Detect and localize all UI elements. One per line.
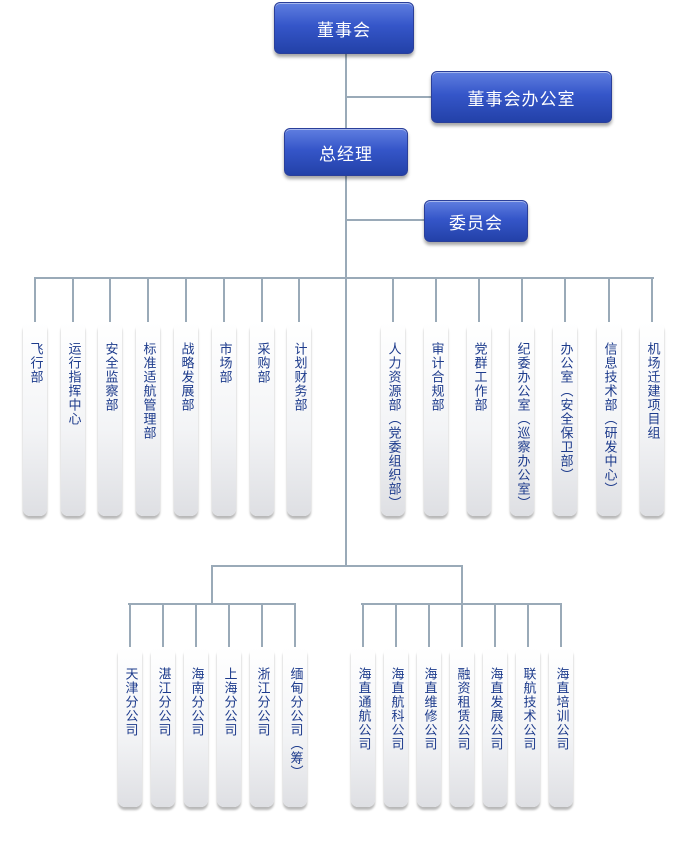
subsidiary-box[interactable]: 联航技术公司 <box>516 647 540 807</box>
committee-box[interactable]: 委员会 <box>424 200 528 242</box>
connector-dept-drop <box>608 277 610 323</box>
department-box-label: 安全监察部 <box>102 342 118 412</box>
branch-company-box-label: 海南分公司 <box>188 667 204 737</box>
department-box-label: 纪委办公室（巡察办公室） <box>514 342 530 510</box>
branch-company-box-label: 浙江分公司 <box>254 667 270 737</box>
connector-dept-drop <box>435 277 437 323</box>
branch-company-box[interactable]: 浙江分公司 <box>250 647 274 807</box>
branch-company-box-label: 缅甸分公司（筹） <box>287 667 303 779</box>
connector-dept-drop <box>185 277 187 323</box>
subsidiary-box-label: 海直维修公司 <box>421 667 437 751</box>
department-box[interactable]: 战略发展部 <box>174 322 198 516</box>
department-box[interactable]: 机场迁建项目组 <box>640 322 664 516</box>
subsidiary-box-label: 融资租赁公司 <box>454 667 470 751</box>
department-box-label: 运行指挥中心 <box>65 342 81 426</box>
department-box-label: 党群工作部 <box>471 342 487 412</box>
department-box-label: 人力资源部（党委组织部） <box>385 342 401 510</box>
connector-board-office <box>345 96 433 98</box>
connector-dept-drop <box>34 277 36 323</box>
connector-branch-company-drop <box>195 603 197 649</box>
connector-subsidiary-drop <box>362 603 364 649</box>
department-box-label: 市场部 <box>216 342 232 384</box>
subsidiary-box-label: 海直发展公司 <box>487 667 503 751</box>
branch-company-box[interactable]: 海南分公司 <box>184 647 208 807</box>
connector-dept-drop <box>478 277 480 323</box>
connector-subsidiary-drop <box>527 603 529 649</box>
department-box[interactable]: 审计合规部 <box>424 322 448 516</box>
subsidiary-box[interactable]: 海直维修公司 <box>417 647 441 807</box>
connector-branch-horizontal <box>128 603 296 605</box>
department-box[interactable]: 人力资源部（党委组织部） <box>381 322 405 516</box>
connector-dept-drop <box>72 277 74 323</box>
connector-dept-drop <box>109 277 111 323</box>
connector-dept-drop <box>392 277 394 323</box>
connector-sub-drop <box>461 565 463 605</box>
department-box-label: 信息技术部（研发中心） <box>601 342 617 496</box>
department-box[interactable]: 安全监察部 <box>98 322 122 516</box>
department-box-label: 计划财务部 <box>291 342 307 412</box>
subsidiary-box[interactable]: 融资租赁公司 <box>450 647 474 807</box>
connector-dept-drop <box>521 277 523 323</box>
department-box[interactable]: 运行指挥中心 <box>61 322 85 516</box>
connector-committee <box>345 219 425 221</box>
connector-subsidiary-drop <box>395 603 397 649</box>
connector-dept-drop <box>651 277 653 323</box>
department-box-label: 办公室（安全保卫部） <box>557 342 573 482</box>
department-box[interactable]: 纪委办公室（巡察办公室） <box>510 322 534 516</box>
connector-branch-company-drop <box>162 603 164 649</box>
connector-subsidiary-drop <box>560 603 562 649</box>
connector-dept-drop <box>147 277 149 323</box>
branch-company-box[interactable]: 上海分公司 <box>217 647 241 807</box>
branch-company-box[interactable]: 天津分公司 <box>118 647 142 807</box>
connector-branch-drop <box>211 565 213 605</box>
subsidiary-box-label: 海直培训公司 <box>553 667 569 751</box>
connector-lower-horizontal <box>211 565 463 567</box>
department-box[interactable]: 党群工作部 <box>467 322 491 516</box>
connector-branch-company-drop <box>228 603 230 649</box>
department-box-label: 标准适航管理部 <box>140 342 156 440</box>
branch-company-box[interactable]: 缅甸分公司（筹） <box>283 647 307 807</box>
subsidiary-box[interactable]: 海直航科公司 <box>384 647 408 807</box>
connector-branch-company-drop <box>261 603 263 649</box>
department-box[interactable]: 采购部 <box>250 322 274 516</box>
connector-dept-drop <box>261 277 263 323</box>
connector-dept-horizontal <box>34 277 654 279</box>
department-box[interactable]: 标准适航管理部 <box>136 322 160 516</box>
department-box-label: 采购部 <box>254 342 270 384</box>
gm-box[interactable]: 总经理 <box>284 128 408 176</box>
branch-company-box-label: 湛江分公司 <box>155 667 171 737</box>
branch-company-box-label: 上海分公司 <box>221 667 237 737</box>
department-box-label: 飞行部 <box>27 342 43 384</box>
connector-subsidiary-drop <box>461 603 463 649</box>
subsidiary-box-label: 海直通航公司 <box>355 667 371 751</box>
department-box-label: 审计合规部 <box>428 342 444 412</box>
branch-company-box-label: 天津分公司 <box>122 667 138 737</box>
subsidiary-box-label: 海直航科公司 <box>388 667 404 751</box>
connector-dept-drop <box>298 277 300 323</box>
department-box-label: 机场迁建项目组 <box>644 342 660 440</box>
subsidiary-box[interactable]: 海直发展公司 <box>483 647 507 807</box>
connector-subsidiary-drop <box>428 603 430 649</box>
subsidiary-box[interactable]: 海直通航公司 <box>351 647 375 807</box>
board-office-box[interactable]: 董事会办公室 <box>431 71 612 123</box>
connector-main-vertical <box>345 52 347 566</box>
department-box[interactable]: 计划财务部 <box>287 322 311 516</box>
connector-branch-company-drop <box>294 603 296 649</box>
connector-dept-drop <box>564 277 566 323</box>
department-box[interactable]: 市场部 <box>212 322 236 516</box>
department-box[interactable]: 信息技术部（研发中心） <box>597 322 621 516</box>
department-box[interactable]: 办公室（安全保卫部） <box>553 322 577 516</box>
department-box[interactable]: 飞行部 <box>23 322 47 516</box>
connector-subsidiary-drop <box>494 603 496 649</box>
connector-branch-company-drop <box>129 603 131 649</box>
subsidiary-box-label: 联航技术公司 <box>520 667 536 751</box>
department-box-label: 战略发展部 <box>178 342 194 412</box>
board-box[interactable]: 董事会 <box>274 2 414 54</box>
branch-company-box[interactable]: 湛江分公司 <box>151 647 175 807</box>
connector-dept-drop <box>223 277 225 323</box>
subsidiary-box[interactable]: 海直培训公司 <box>549 647 573 807</box>
